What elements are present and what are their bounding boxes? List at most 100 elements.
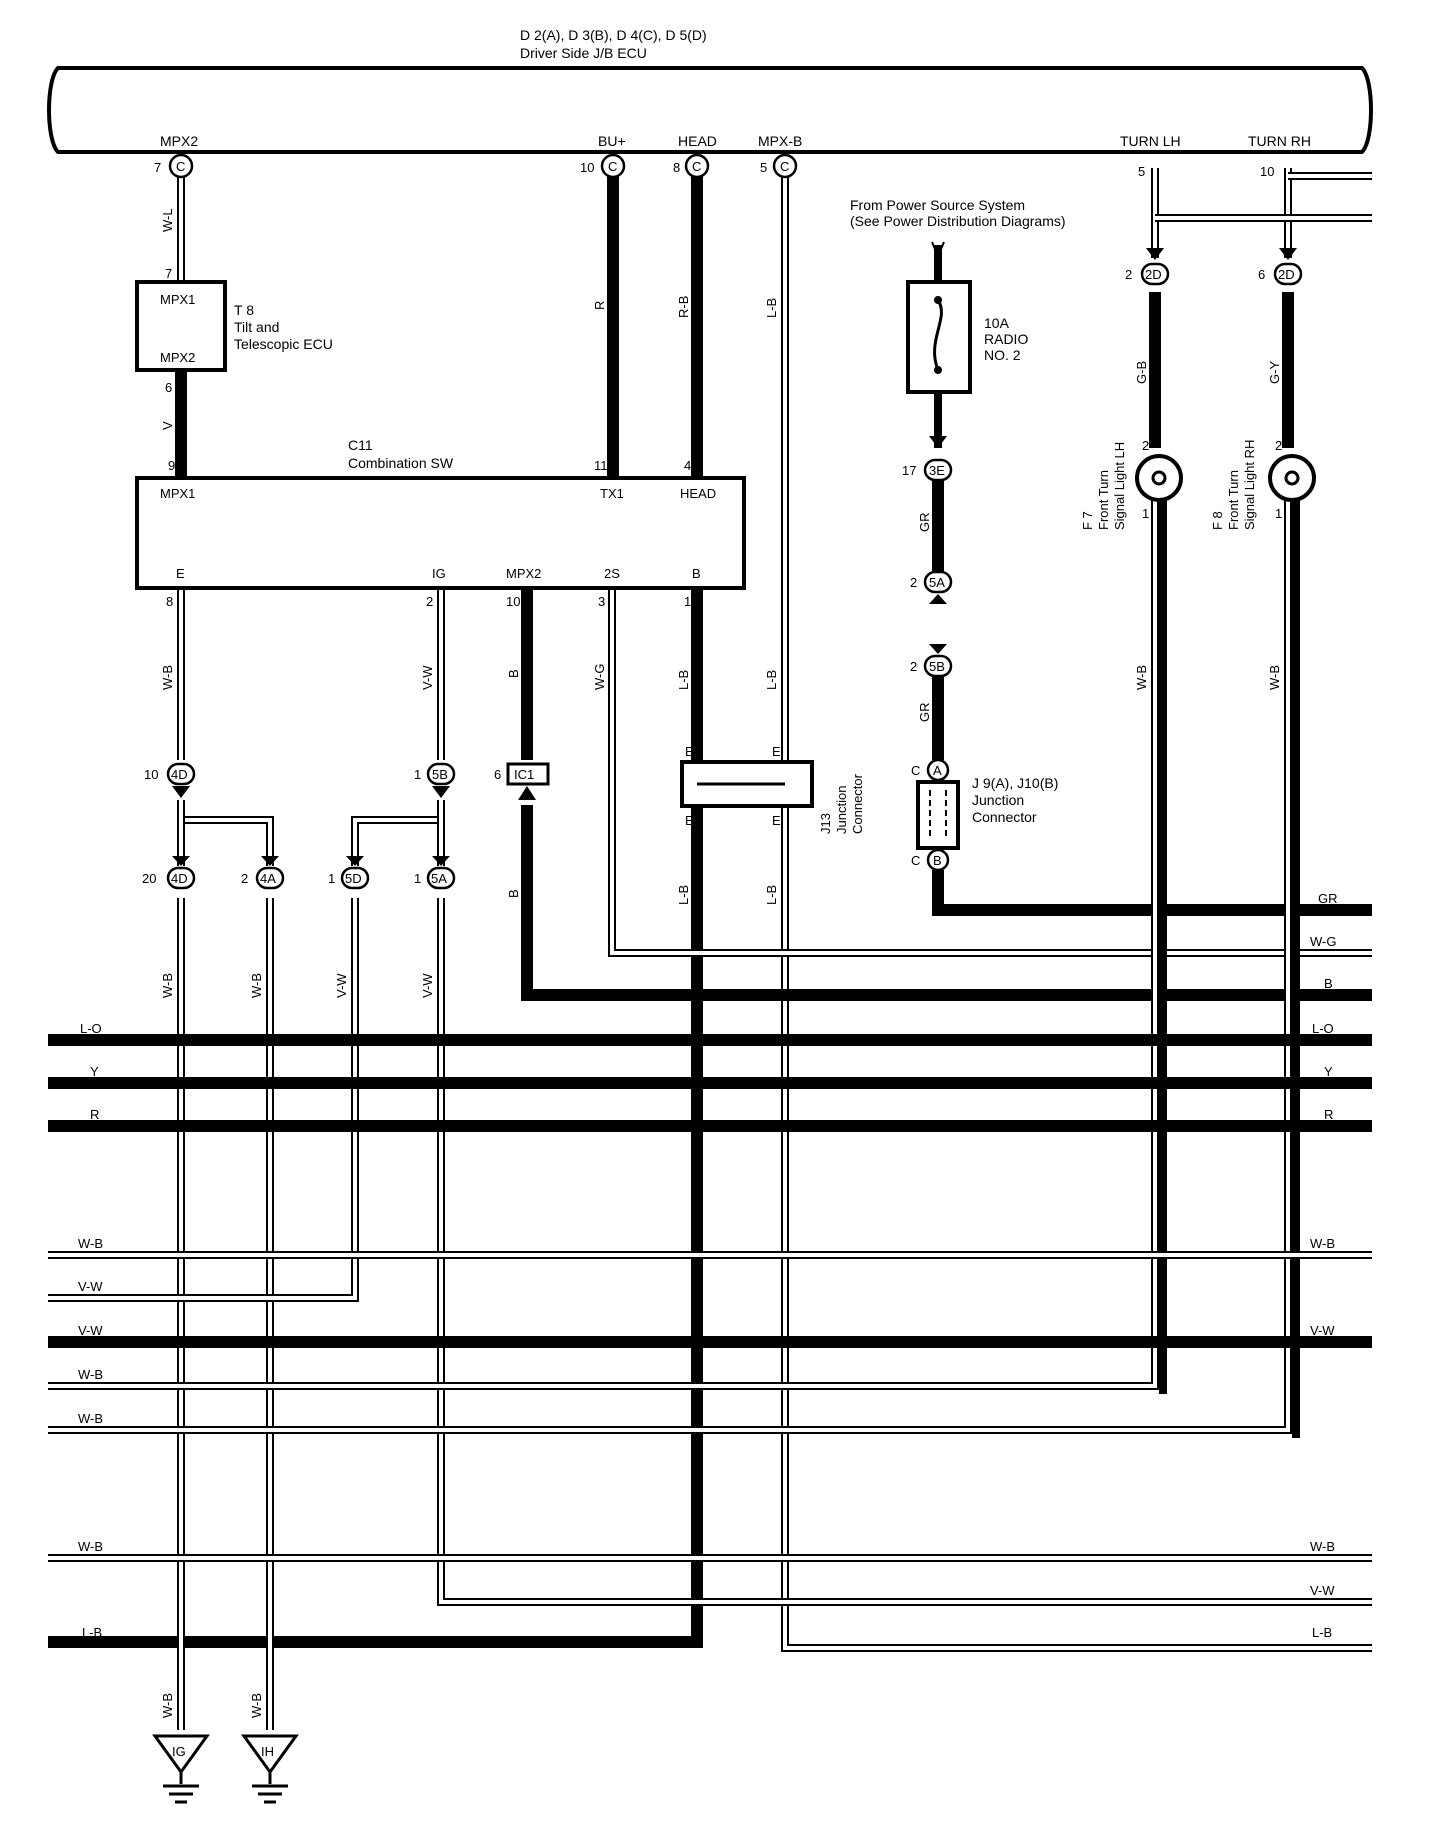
bus-label-lo-l: L-O [80,1021,102,1036]
bus-label-lb-l: L-B [82,1625,102,1640]
bus-label-y-l: Y [90,1064,99,1079]
ecu-term-mpxb: MPX-B [758,133,802,149]
conn-5a-bot-code: 5A [431,871,447,886]
t8-line2: Telescopic ECU [234,336,333,352]
bus-label-lb-r: L-B [1312,1625,1332,1640]
driver-side-jb-ecu: D 2(A), D 3(B), D 4(C), D 5(D) Driver Si… [47,27,1373,154]
conn-5b-top-pin: 1 [414,767,421,782]
wire-color-labels: W-L V R R-B L-B W-B V-W B W-G L-B L-B B … [160,208,1282,1718]
conn-5d-bot-code: 5D [345,871,362,886]
conn-2d-lh-pin: 2 [1125,267,1132,282]
j13-id: J13 [818,813,833,834]
ecu-conn-c-1: C [176,159,185,174]
bus-label-r-l: R [90,1107,99,1122]
conn-5a-mid-pin: 2 [910,575,917,590]
lh-pin-top: 2 [1142,438,1149,453]
conn-4a-bot-code: 4A [260,871,276,886]
j9-bot-pin: C [911,853,920,868]
front-turn-signal-rh: 2 1 F 8 Front Turn Signal Light RH [1210,438,1316,530]
wire-lb-1: L-B [764,298,779,318]
c11-ig: IG [432,566,446,581]
fuse-radio-no2: From Power Source System (See Power Dist… [850,197,1066,394]
conn-4d-bot-code: 4D [171,871,188,886]
conn-4a-bot-pin: 2 [241,871,248,886]
j13-line1: Junction [834,786,849,834]
bus-label-vw-l2: V-W [78,1323,103,1338]
conn-3e-pin: 17 [902,463,916,478]
wire-v: V [160,421,175,430]
conn-ic1-pin: 6 [494,767,501,782]
ecu-pins: 7 C 10 C 8 C 5 C 5 10 [154,153,1274,179]
conn-4d-bot-pin: 20 [142,871,156,886]
ecu-pin-turn-rh: 10 [1260,164,1274,179]
wire-gb: G-B [1134,361,1149,384]
conn-5b-mid-pin: 2 [910,659,917,674]
power-source-line1: From Power Source System [850,197,1025,213]
wire-wb-3: W-B [249,973,264,998]
j9-top-pin: C [911,763,920,778]
t8-id: T 8 [234,302,254,318]
ecu-term-head: HEAD [678,133,717,149]
c11-2s: 2S [604,566,620,581]
power-source-line2: (See Power Distribution Diagrams) [850,213,1066,229]
conn-ic1-code: IC1 [514,767,534,782]
conn-2d-rh-pin: 6 [1258,267,1265,282]
ecu-conn-c-3: C [692,159,701,174]
bus-label-wg: W-G [1310,934,1336,949]
ecu-pin-8: 8 [673,160,680,175]
bus-label-y-r: Y [1324,1064,1333,1079]
conn-5a-bot-pin: 1 [414,871,421,886]
c11-pin-2: 2 [426,594,433,609]
ecu-pin-5: 5 [760,160,767,175]
rh-pin-bot: 1 [1275,506,1282,521]
j9-line3: Connector [972,809,1037,825]
bus-label-b: B [1324,976,1333,991]
bus-label-wb-l4: W-B [78,1539,103,1554]
wire-wb-1: W-B [160,665,175,690]
wire-b-2: B [506,889,521,898]
wire-lb-3: L-B [764,670,779,690]
lh-line2: Signal Light LH [1112,442,1127,530]
ecu-pin-10: 10 [580,160,594,175]
wire-wb-7: W-B [1267,665,1282,690]
c11-tx1: TX1 [600,486,624,501]
tilt-telescopic-ecu: MPX1 MPX2 7 6 T 8 Tilt and Telescopic EC… [135,266,333,395]
ground-ig: IG [152,1734,210,1804]
j9-line1: J 9(A), J10(B) [972,775,1058,791]
wire-rb: R-B [676,296,691,318]
conn-2d-rh-code: 2D [1278,267,1295,282]
fuse-line2: RADIO [984,331,1028,347]
conn-2d-lh-code: 2D [1145,267,1162,282]
bus-label-vw-r: V-W [1310,1323,1335,1338]
ecu-term-turn-lh: TURN LH [1120,133,1181,149]
c11-pin-9: 9 [168,458,175,473]
wire-b-1: B [506,669,521,678]
bus-labels: GR W-G B L-O Y R W-B V-W W-B V-W L-B L-O… [78,891,1338,1640]
c11-mpx1: MPX1 [160,486,195,501]
lh-line1: Front Turn [1096,470,1111,530]
conn-5b-mid-code: 5B [929,659,945,674]
wire-vw-3: V-W [420,973,435,998]
wire-r: R [592,301,607,310]
front-turn-signal-lh: 2 1 F 7 Front Turn Signal Light LH [1080,438,1183,530]
bus-label-vw-l: V-W [78,1279,103,1294]
c11-id: C11 [348,437,373,453]
c11-name: Combination SW [348,455,454,471]
j13-pin-e1: E [685,744,694,759]
ecu-pin-turn-lh: 5 [1138,164,1145,179]
conn-3e-code: 3E [929,463,945,478]
j9-line2: Junction [972,792,1024,808]
c11-pin-10: 10 [506,594,520,609]
conn-5b-top-code: 5B [432,767,448,782]
c11-pin-4: 4 [684,458,691,473]
bus-label-wb-r: W-B [1310,1236,1335,1251]
wire-wl: W-L [160,208,175,232]
c11-pin-3: 3 [598,594,605,609]
c11-pin-8: 8 [166,594,173,609]
j13-pin-e4: E [772,813,781,828]
ecu-conn-c-2: C [608,159,617,174]
c11-pin-1: 1 [684,594,691,609]
fuse-line3: NO. 2 [984,347,1021,363]
wire-wb-6: W-B [1134,665,1149,690]
